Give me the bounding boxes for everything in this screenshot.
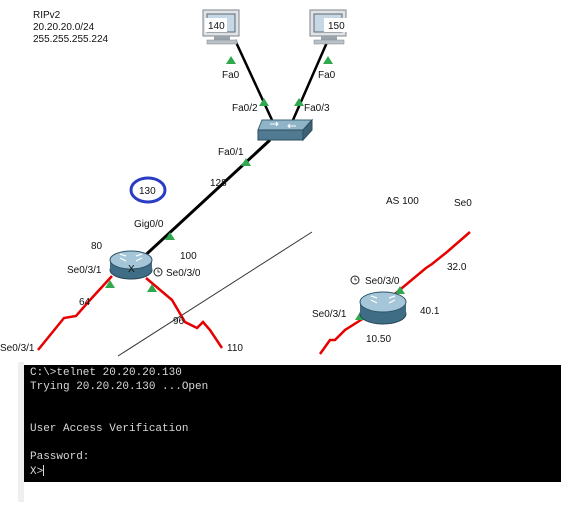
console-line: Trying 20.20.20.130 ...Open xyxy=(30,381,209,393)
separator-line xyxy=(117,231,313,357)
label-r2-1050: 10.50 xyxy=(366,334,391,345)
label-switch-fa01: Fa0/1 xyxy=(218,147,244,158)
note-line: 255.255.255.224 xyxy=(33,34,109,45)
label-r1-110: 110 xyxy=(227,343,243,354)
console-scroll-strip[interactable] xyxy=(18,362,24,502)
serial-link-left xyxy=(37,275,113,351)
pc-140-label: 140 xyxy=(208,21,225,32)
pc-150-label: 150 xyxy=(328,21,345,32)
serial-link-r1-se030 xyxy=(145,277,224,349)
label-130: 130 xyxy=(139,186,156,197)
label-link-128: 128 xyxy=(210,178,227,189)
network-topology-canvas[interactable]: 140 150 X F xyxy=(0,0,563,362)
link-pc1-switch xyxy=(233,39,274,121)
pc-140[interactable]: 140 xyxy=(202,9,240,45)
label-pc2-fa0: Fa0 xyxy=(318,70,336,81)
note-line: 20.20.20.0/24 xyxy=(33,22,95,33)
label-pc1-fa0: Fa0 xyxy=(222,70,240,81)
switch-icon[interactable] xyxy=(257,118,314,142)
label-r1-96: 96 xyxy=(173,316,185,327)
clock-icon xyxy=(350,275,360,285)
clock-icon xyxy=(153,267,163,277)
router-2-icon[interactable] xyxy=(359,291,407,325)
label-gig00: Gig0/0 xyxy=(134,219,164,230)
console-line: Password: xyxy=(30,451,90,463)
serial-link-r2-se030 xyxy=(389,231,471,299)
highlight-circle xyxy=(129,176,167,204)
label-r1-100: 100 xyxy=(180,251,197,262)
port-status-indicators xyxy=(105,56,405,320)
label-r2-se030: Se0/3/0 xyxy=(365,276,400,287)
network-note[interactable]: RIPv2 20.20.20.0/24 255.255.255.224 xyxy=(33,10,109,46)
label-r1-80: 80 xyxy=(91,241,103,252)
serial-link-r2-se031 xyxy=(318,316,365,355)
label-r1-se031: Se0/3/1 xyxy=(67,265,102,276)
label-r2-320: 32.0 xyxy=(447,262,467,273)
label-left-se031: Se0/3/1 xyxy=(0,343,35,354)
label-r1-se030: Se0/3/0 xyxy=(166,268,201,279)
label-switch-fa02: Fa0/2 xyxy=(232,103,258,114)
link-pc2-switch xyxy=(291,39,330,121)
console-line: C:\>telnet 20.20.20.130 xyxy=(30,367,182,379)
console-line: User Access Verification xyxy=(30,423,189,435)
link-switch-router1 xyxy=(136,138,272,264)
label-r2-se031: Se0/3/1 xyxy=(312,309,347,320)
interface-labels: Fa0 Fa0 Fa0/2 Fa0/3 Fa0/1 128 130 Gig0/0… xyxy=(0,70,472,354)
label-se0-right: Se0 xyxy=(454,198,472,209)
console-prompt: X> xyxy=(30,466,44,478)
router-1-icon[interactable]: X xyxy=(109,250,153,280)
console-prompt-line[interactable]: X> xyxy=(30,465,45,478)
note-line: RIPv2 xyxy=(33,10,61,21)
pc-150[interactable]: 150 xyxy=(309,9,348,45)
label-r1-64: 64 xyxy=(79,297,91,308)
label-as100: AS 100 xyxy=(386,196,419,207)
router-1-x-label: X xyxy=(128,264,135,275)
label-r2-401: 40.1 xyxy=(420,306,440,317)
label-switch-fa03: Fa0/3 xyxy=(304,103,330,114)
text-cursor xyxy=(43,465,45,476)
command-prompt-console[interactable]: C:\>telnet 20.20.20.130 Trying 20.20.20.… xyxy=(24,365,561,482)
